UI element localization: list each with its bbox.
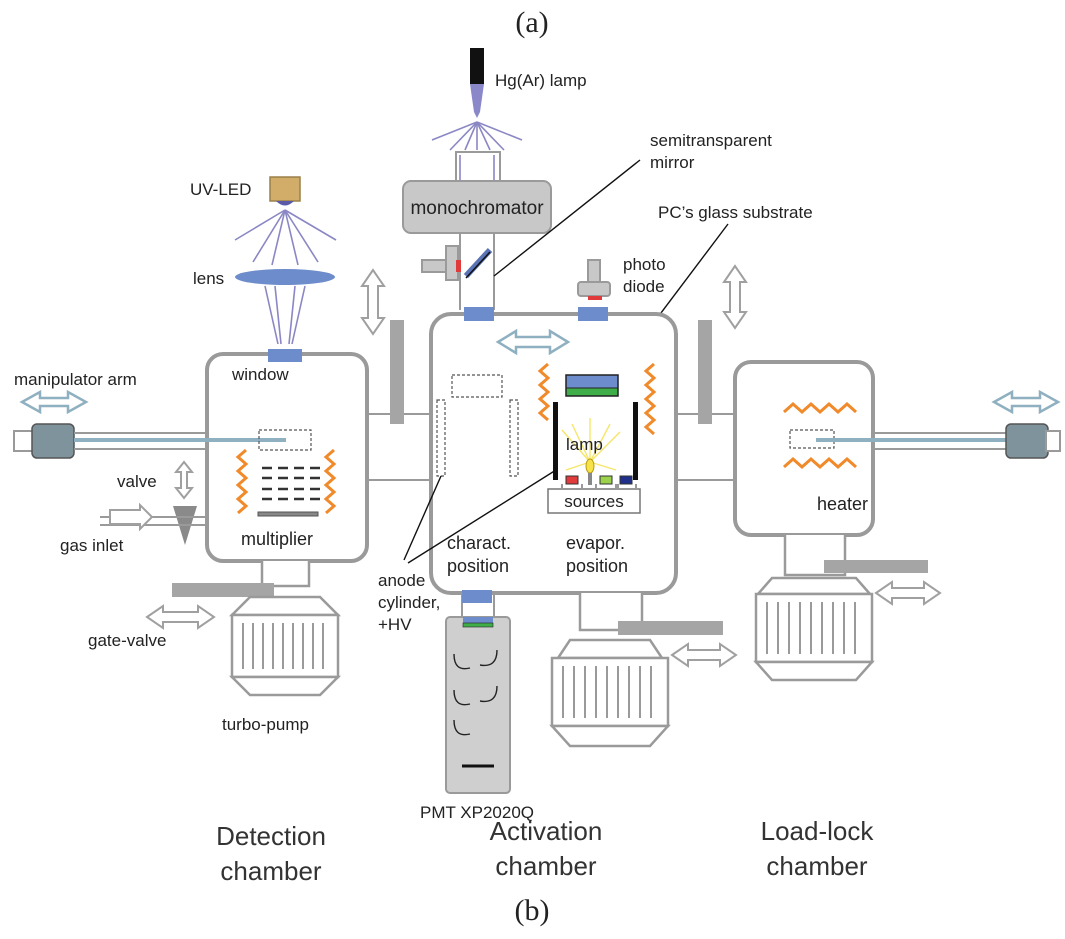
- multiplier-label: multiplier: [241, 529, 313, 549]
- caption-b: (b): [515, 894, 550, 927]
- mirror-leader: [493, 159, 641, 277]
- pmt-dynodes: [453, 649, 498, 736]
- anode-cylinder-right: [509, 399, 519, 477]
- detection-heater-left: [235, 448, 249, 515]
- anode-label-3: +HV: [378, 615, 412, 634]
- charact-label-1: charact.: [447, 533, 511, 553]
- manipulator-arrow-right: [991, 389, 1061, 415]
- mirror-label-2: mirror: [650, 153, 695, 172]
- detection-window: [268, 349, 302, 362]
- uv-led: [269, 176, 301, 202]
- gate-valve-arrow-4: [874, 580, 942, 606]
- charact-label-2: position: [447, 556, 509, 576]
- gas-inlet-arrow: [109, 502, 154, 532]
- manipulator-arm-left: [13, 423, 286, 459]
- charact-sample-holder: [451, 374, 503, 398]
- anode-leader-2: [407, 469, 557, 564]
- photo-diode: [577, 259, 611, 300]
- caption-a: (a): [515, 6, 548, 39]
- lamp-base: [588, 473, 592, 485]
- activation-window-top-left: [464, 307, 494, 321]
- manipulator-arrow-left: [19, 389, 89, 415]
- activation-heater-left: [537, 362, 551, 422]
- uv-led-rays: [234, 209, 337, 345]
- detection-heater-right: [323, 448, 337, 515]
- pc-glass-substrate-label: PC’s glass substrate: [658, 203, 813, 222]
- detection-chamber-title-1: Detection: [216, 821, 326, 851]
- photocathode-layer: [565, 387, 619, 397]
- anode-label-2: cylinder,: [378, 593, 440, 612]
- hg-lamp: [470, 48, 484, 118]
- loadlock-heater-bottom: [783, 456, 857, 470]
- gate-valve-arrow-left: [145, 604, 216, 630]
- manipulator-arm-label: manipulator arm: [14, 370, 137, 389]
- semitransparent-mirror: [421, 245, 493, 281]
- loadlock-gate-valve: [824, 560, 928, 573]
- sources: [547, 475, 641, 514]
- detection-chamber-title-2: chamber: [220, 856, 321, 886]
- activation-turbo-pump: [549, 638, 671, 748]
- shield-right: [633, 402, 638, 480]
- pc-glass-substrate: [566, 375, 618, 388]
- hg-lamp-rays: [431, 121, 523, 180]
- photo-diode-label-2: diode: [623, 277, 665, 296]
- anode-leader-1: [403, 475, 442, 561]
- turbo-pump-label: turbo-pump: [222, 715, 309, 734]
- activation-chamber-title-1: Activation: [490, 816, 603, 846]
- evapor-label-2: position: [566, 556, 628, 576]
- photo-diode-label-1: photo: [623, 255, 666, 274]
- valve-label: valve: [117, 472, 157, 491]
- gate-valve-activation-loadlock: [698, 320, 712, 424]
- hg-lamp-label: Hg(Ar) lamp: [495, 71, 587, 90]
- uv-led-emitter: [276, 201, 294, 206]
- detection-sample-holder: [258, 429, 312, 451]
- detection-turbo-pump: [228, 595, 342, 697]
- loadlock-chamber-title-1: Load-lock: [761, 816, 875, 846]
- uv-led-label: UV-LED: [190, 180, 251, 199]
- activation-chamber-title-2: chamber: [495, 851, 596, 881]
- pmt-photocathode-window: [463, 617, 493, 623]
- manipulator-arm-right: [816, 423, 1061, 459]
- shield-left: [553, 402, 558, 480]
- lens-label: lens: [193, 269, 224, 288]
- heater-label: heater: [817, 494, 868, 514]
- gate-valve-arrow-2: [670, 642, 738, 668]
- lamp-rays: [561, 418, 621, 471]
- loadlock-chamber-title-2: chamber: [766, 851, 867, 881]
- activation-pump-neck: [578, 593, 644, 632]
- gate-valve-label: gate-valve: [88, 631, 166, 650]
- activation-window-top-right: [578, 307, 608, 321]
- monochromator-inlet: [455, 151, 501, 180]
- detection-gate-valve: [172, 583, 274, 597]
- beam-tube: [459, 233, 495, 310]
- lamp: [585, 458, 595, 474]
- anode-label-1: anode: [378, 571, 425, 590]
- gate-valve-arrow-3: [722, 264, 748, 330]
- gate-valve-detection-activation: [390, 320, 404, 424]
- loadlock-turbo-pump: [753, 576, 875, 682]
- sources-label: sources: [564, 492, 624, 511]
- detection-pump-neck: [260, 561, 311, 588]
- loadlock-heater-top: [783, 401, 857, 415]
- gas-inlet-label: gas inlet: [60, 536, 124, 555]
- pmt-label: PMT XP2020Q: [420, 803, 534, 822]
- transfer-arrow: [495, 328, 571, 356]
- gate-valve-arrow-1: [360, 268, 386, 336]
- valve-arrow: [173, 460, 195, 500]
- lens: [235, 269, 335, 285]
- evapor-label-1: evapor.: [566, 533, 625, 553]
- mirror-label-1: semitransparent: [650, 131, 772, 150]
- activation-gate-valve: [618, 621, 723, 635]
- pmt-window: [462, 590, 492, 603]
- monochromator-label: monochromator: [410, 198, 544, 219]
- multiplier-dynodes: [257, 466, 320, 517]
- window-label: window: [231, 365, 289, 384]
- monochromator: [402, 180, 552, 234]
- activation-heater-right: [643, 362, 657, 436]
- lamp-label: lamp: [566, 435, 603, 454]
